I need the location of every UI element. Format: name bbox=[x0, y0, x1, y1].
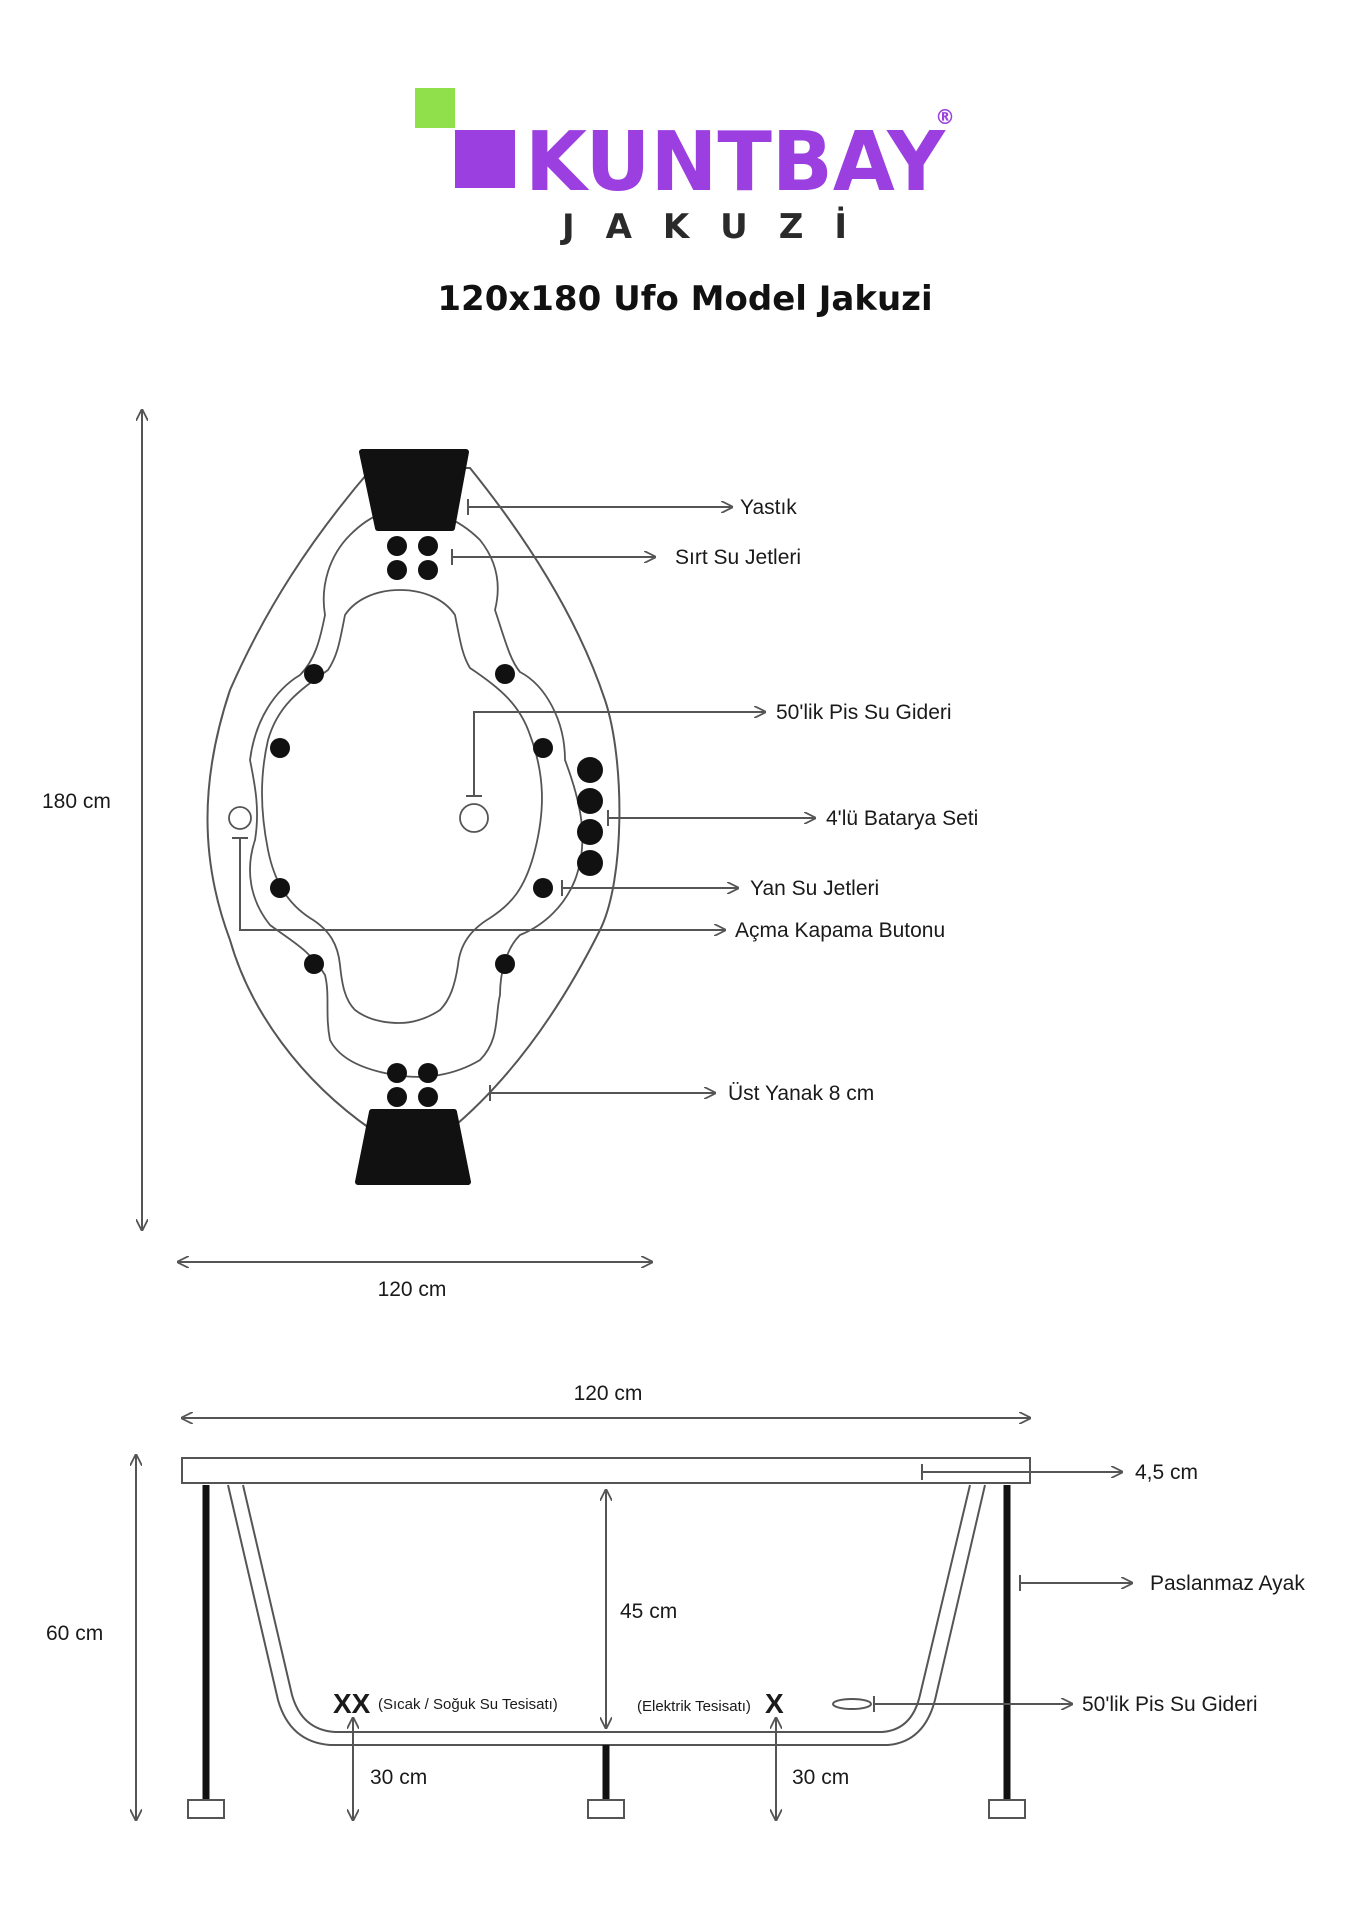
top-width-label: 120 cm bbox=[378, 1278, 447, 1301]
tub-inner-contour bbox=[249, 508, 584, 1078]
logo-subtitle: J A K U Z İ bbox=[560, 206, 847, 247]
logo-registered-mark: ® bbox=[935, 105, 955, 129]
water-installation-label: (Sıcak / Soğuk Su Tesisatı) bbox=[378, 1696, 558, 1713]
tub-rim bbox=[181, 1457, 1031, 1484]
side-jets bbox=[270, 664, 553, 974]
jet bbox=[418, 1087, 438, 1107]
jet bbox=[533, 878, 553, 898]
label-drain: 50'lik Pis Su Gideri bbox=[776, 701, 952, 724]
on-off-button-circle bbox=[228, 806, 252, 830]
battery-knob bbox=[577, 819, 603, 845]
label-battery: 4'lü Batarya Seti bbox=[826, 807, 978, 830]
jet bbox=[304, 664, 324, 684]
tub-outer-shell bbox=[206, 467, 621, 1131]
jet bbox=[418, 536, 438, 556]
leg-foot-center bbox=[587, 1799, 625, 1819]
tub-body-inner bbox=[242, 1484, 971, 1733]
tub-basin bbox=[261, 589, 543, 1024]
jet bbox=[387, 560, 407, 580]
side-width-label: 120 cm bbox=[574, 1382, 643, 1405]
pillow-bottom bbox=[355, 1109, 471, 1185]
battery-knob bbox=[577, 788, 603, 814]
legs bbox=[187, 1485, 1026, 1819]
jet bbox=[387, 1087, 407, 1107]
brand-logo: KUNTBAY ® J A K U Z İ bbox=[415, 88, 955, 247]
pillow-top bbox=[359, 449, 469, 531]
label-side-jets: Yan Su Jetleri bbox=[750, 877, 879, 900]
jet bbox=[495, 954, 515, 974]
left-offset-label: 30 cm bbox=[370, 1766, 427, 1789]
leg-foot-right bbox=[988, 1799, 1026, 1819]
electric-mark: X bbox=[765, 1688, 784, 1719]
right-offset-label: 30 cm bbox=[792, 1766, 849, 1789]
jet bbox=[533, 738, 553, 758]
side-drain-label: 50'lik Pis Su Gideri bbox=[1082, 1693, 1258, 1716]
back-jets-top bbox=[387, 536, 438, 580]
page-title: 120x180 Ufo Model Jakuzi bbox=[437, 279, 932, 319]
battery-set bbox=[577, 757, 603, 876]
jet bbox=[270, 878, 290, 898]
jet bbox=[304, 954, 324, 974]
drain-leader bbox=[473, 712, 765, 796]
label-back-jets: Sırt Su Jetleri bbox=[675, 546, 801, 569]
logo-purple-block bbox=[455, 130, 515, 188]
back-jets-bottom bbox=[387, 1063, 438, 1107]
label-rim: Üst Yanak 8 cm bbox=[728, 1082, 874, 1105]
side-drain bbox=[832, 1698, 872, 1710]
leg-label: Paslanmaz Ayak bbox=[1150, 1572, 1305, 1595]
leg-foot-left bbox=[187, 1799, 225, 1819]
water-mark: XX bbox=[333, 1688, 371, 1719]
logo-green-square bbox=[415, 88, 455, 128]
rim-thickness-label: 4,5 cm bbox=[1135, 1461, 1198, 1484]
logo-brand-text: KUNTBAY bbox=[525, 115, 947, 210]
top-view bbox=[142, 410, 815, 1262]
button-leader bbox=[239, 838, 725, 930]
label-pillow: Yastık bbox=[740, 496, 797, 519]
depth-label: 45 cm bbox=[620, 1600, 677, 1623]
side-height-label: 60 cm bbox=[46, 1622, 103, 1645]
label-button: Açma Kapama Butonu bbox=[735, 919, 945, 942]
electric-installation-label: (Elektrik Tesisatı) bbox=[637, 1698, 751, 1715]
side-view bbox=[136, 1418, 1132, 1820]
battery-knob bbox=[577, 757, 603, 783]
jet bbox=[270, 738, 290, 758]
jet bbox=[418, 560, 438, 580]
jet bbox=[387, 1063, 407, 1083]
jet bbox=[387, 536, 407, 556]
drain-circle bbox=[459, 803, 489, 833]
jet bbox=[495, 664, 515, 684]
battery-knob bbox=[577, 850, 603, 876]
top-height-label: 180 cm bbox=[42, 790, 111, 813]
jet bbox=[418, 1063, 438, 1083]
